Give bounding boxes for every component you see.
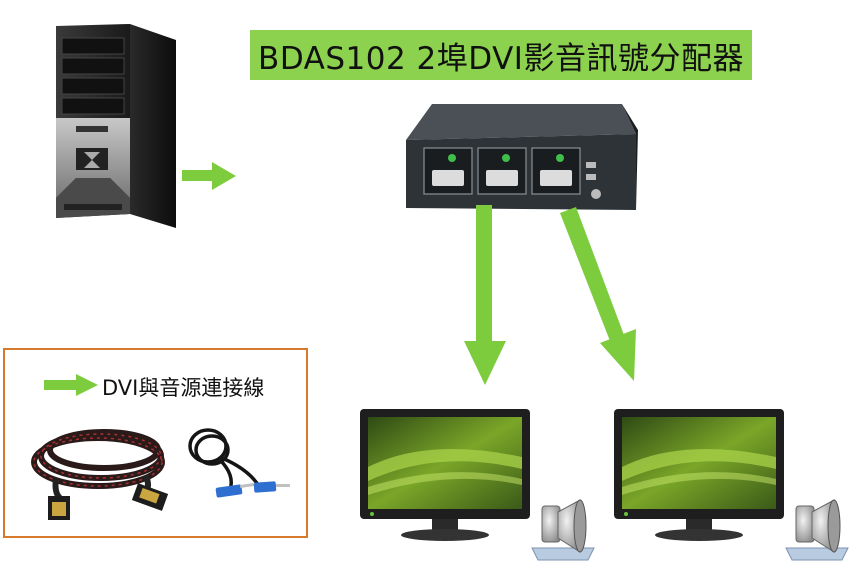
page-title: BDAS102 2埠DVI影音訊號分配器 xyxy=(250,30,752,80)
dvi-cable-icon xyxy=(31,429,169,520)
audio-cable-icon xyxy=(188,428,290,498)
monitor-icon xyxy=(614,409,784,541)
speaker-icon xyxy=(531,499,595,561)
arrow-right-icon xyxy=(182,162,236,190)
legend-label: DVI與音源連接線 xyxy=(102,376,265,400)
arrow-diagonal-icon xyxy=(560,207,636,381)
arrow-down-icon xyxy=(464,205,506,385)
splitter-box-icon xyxy=(406,104,638,210)
speaker-icon xyxy=(785,499,849,561)
monitor-icon xyxy=(360,409,530,541)
legend-arrow-icon xyxy=(44,374,98,396)
pc-tower-icon xyxy=(56,24,176,228)
